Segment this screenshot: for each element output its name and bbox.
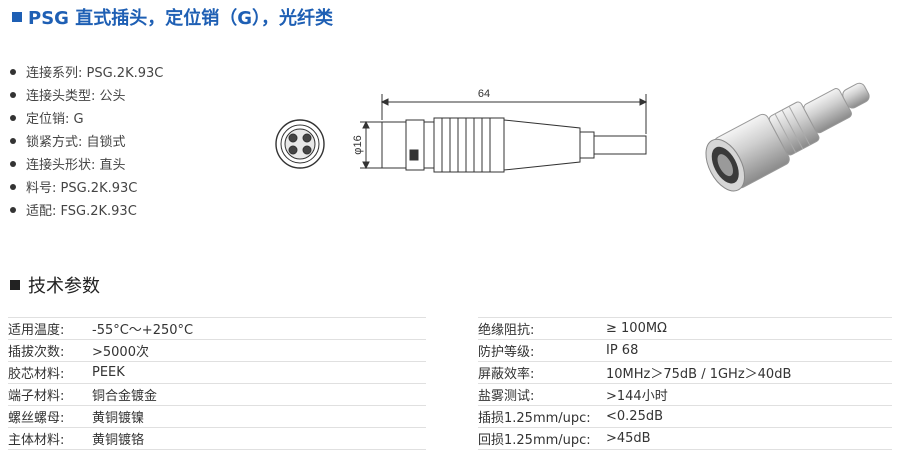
table-row: 端子材料: 铜合金镀金 [8,384,426,406]
spec-value: <0.25dB [606,409,664,424]
spec-value: 黄铜镀镍 [92,411,145,426]
bullet-icon [10,137,16,144]
title-square-icon [12,12,22,22]
feature-text: 连接系列: PSG.2K.93C [26,66,164,81]
bullet-icon [10,91,16,98]
feature-text: 连接头类型: 公头 [26,89,126,104]
spec-key: 主体材料: [8,433,65,448]
bullet-icon [10,114,16,121]
bullet-icon [10,206,16,213]
spec-value: IP 68 [606,343,639,358]
table-row: 插拔次数: >5000次 [8,340,426,362]
table-row: 防护等级: IP 68 [478,340,892,362]
product-photo [705,82,870,192]
list-item: 连接系列: PSG.2K.93C [10,60,163,83]
list-item: 料号: PSG.2K.93C [10,175,163,198]
diameter-dimension-label: φ16 [352,135,364,154]
feature-text: 料号: PSG.2K.93C [26,181,138,196]
spec-value: 铜合金镀金 [92,389,158,404]
length-dimension-label: 64 [478,88,490,100]
spec-key: 适用温度: [8,323,65,338]
table-row: 适用温度: -55°C～+250°C [8,317,426,340]
spec-key: 盐雾测试: [478,389,535,404]
table-row: 屏蔽效率: 10MHz＞75dB / 1GHz＞40dB [478,362,892,384]
spec-key: 胶芯材料: [8,367,65,382]
page-title: PSG 直式插头，定位销（G），光纤类 [12,4,333,30]
feature-text: 锁紧方式: 自锁式 [26,135,126,150]
section-square-icon [10,280,20,290]
spec-key: 绝缘阻抗: [478,323,535,338]
section-title-text: 技术参数 [28,276,100,297]
table-row: 绝缘阻抗: ≥ 100MΩ [478,317,892,340]
spec-value: >144小时 [606,389,668,404]
list-item: 锁紧方式: 自锁式 [10,129,163,152]
feature-text: 连接头形状: 直头 [26,158,126,173]
spec-key: 端子材料: [8,389,65,404]
spec-key: 插损1.25mm/upc: [478,411,591,426]
connector-image-icon [705,82,870,192]
spec-table-right: 绝缘阻抗: ≥ 100MΩ 防护等级: IP 68 屏蔽效率: 10MHz＞75dB … [478,317,892,450]
table-row: 螺丝螺母: 黄铜镀镍 [8,406,426,428]
spec-value: ≥ 100MΩ [606,321,667,336]
page-title-text: PSG 直式插头，定位销（G），光纤类 [28,8,333,29]
table-row: 胶芯材料: PEEK [8,362,426,384]
list-item: 适配: FSG.2K.93C [10,198,163,221]
list-item: 定位销: G [10,106,163,129]
technical-drawing: 64 φ16 [275,88,648,173]
section-title: 技术参数 [10,272,100,298]
spec-key: 插拔次数: [8,345,65,360]
list-item: 连接头形状: 直头 [10,152,163,175]
spec-key: 回损1.25mm/upc: [478,433,591,448]
spec-value: 黄铜镀铬 [92,433,145,448]
spec-value: -55°C～+250°C [92,323,194,338]
table-row: 插损1.25mm/upc: <0.25dB [478,406,892,428]
spec-key: 屏蔽效率: [478,367,535,382]
spec-value: >5000次 [92,345,149,360]
bullet-icon [10,68,16,75]
list-item: 连接头类型: 公头 [10,83,163,106]
front-view-icon [275,119,325,169]
feature-text: 定位销: G [26,112,84,127]
spec-key: 防护等级: [478,345,535,360]
spec-key: 螺丝螺母: [8,411,65,426]
table-row: 回损1.25mm/upc: >45dB [478,428,892,450]
feature-text: 适配: FSG.2K.93C [26,204,137,219]
table-row: 主体材料: 黄铜镀铬 [8,428,426,450]
table-row: 盐雾测试: >144小时 [478,384,892,406]
bullet-icon [10,183,16,190]
bullet-icon [10,160,16,167]
feature-list: 连接系列: PSG.2K.93C 连接头类型: 公头 定位销: G 锁紧方式: … [10,60,163,221]
side-view-icon [360,94,648,173]
spec-value: 10MHz＞75dB / 1GHz＞40dB [606,367,792,382]
spec-value: >45dB [606,431,651,446]
spec-table-left: 适用温度:-55°C～+250°C 插拔次数:>5000次 胶芯材料:PEEK … [8,317,426,450]
spec-value: PEEK [92,365,125,380]
